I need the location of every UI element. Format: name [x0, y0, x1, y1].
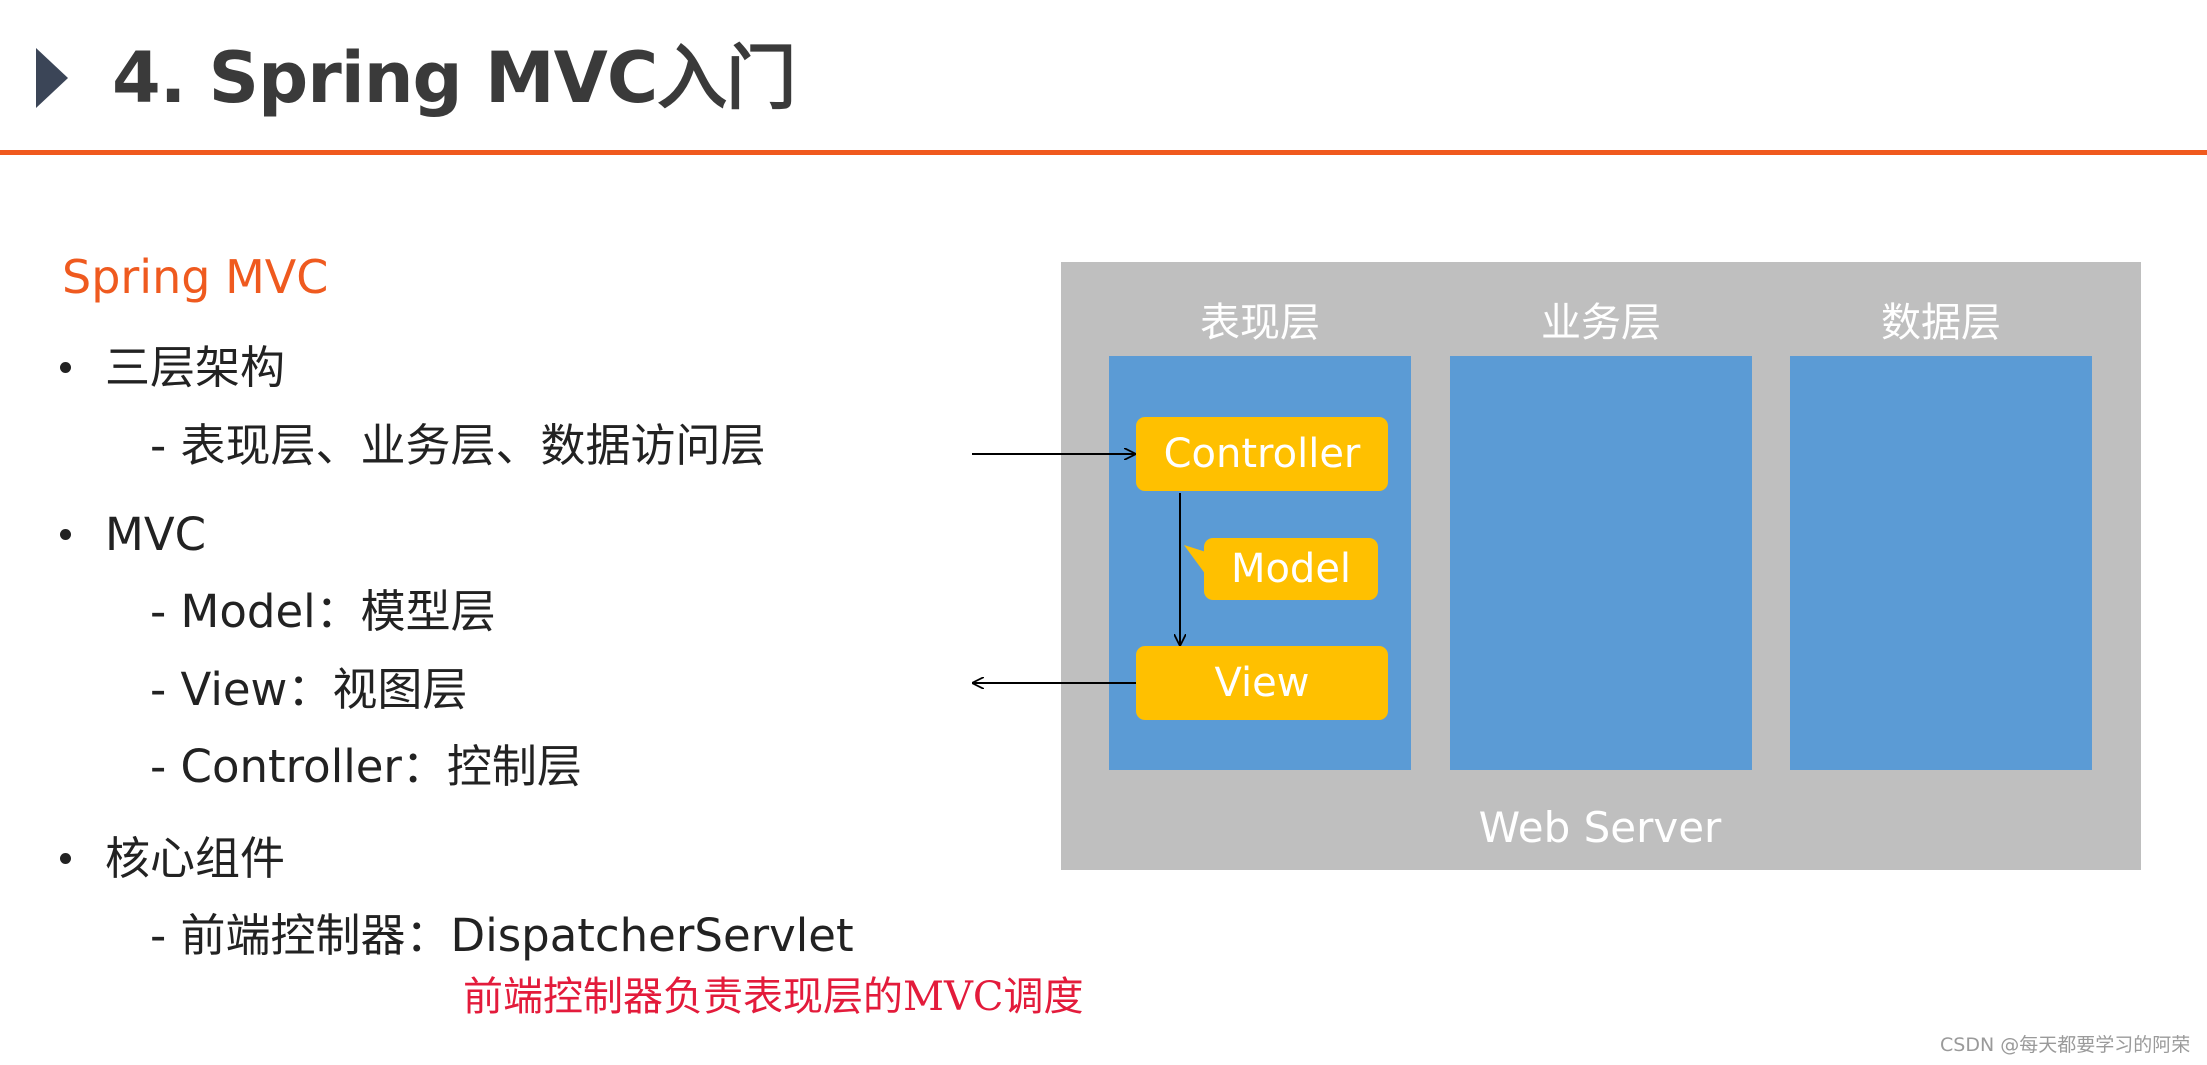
watermark: CSDN @每天都要学习的阿荣 — [1940, 1034, 2191, 1056]
sub-item-controller: - Controller：控制层 — [150, 740, 582, 793]
data-layer-column — [1790, 356, 2092, 770]
annotation-note: 前端控制器负责表现层的MVC调度 — [463, 974, 1084, 1020]
layer-label-data: 数据层 — [1881, 300, 2001, 346]
view-box: View — [1136, 646, 1388, 720]
layer-label-business: 业务层 — [1541, 300, 1661, 346]
sub-item-model: - Model：模型层 — [150, 585, 496, 638]
bullet-dot — [60, 362, 71, 373]
header-divider — [0, 150, 2207, 155]
section-heading: Spring MVC — [62, 250, 329, 304]
bullet-mvc: MVC — [105, 508, 207, 561]
controller-box: Controller — [1136, 417, 1388, 491]
model-box: Model — [1204, 538, 1378, 600]
page-title: 4. Spring MVC入门 — [112, 37, 796, 119]
bullet-dot — [60, 853, 71, 864]
sub-item-layers: - 表现层、业务层、数据访问层 — [150, 419, 766, 472]
sub-item-dispatcher: - 前端控制器：DispatcherServlet — [150, 909, 854, 962]
layer-label-presentation: 表现层 — [1200, 300, 1320, 346]
web-server-label: Web Server — [1478, 803, 1722, 852]
bullet-core-components: 核心组件 — [105, 832, 286, 885]
sub-item-view: - View：视图层 — [150, 663, 468, 716]
bullet-dot — [60, 529, 71, 540]
title-triangle-icon — [36, 48, 68, 108]
bullet-three-tier: 三层架构 — [105, 341, 286, 394]
business-layer-column — [1450, 356, 1752, 770]
